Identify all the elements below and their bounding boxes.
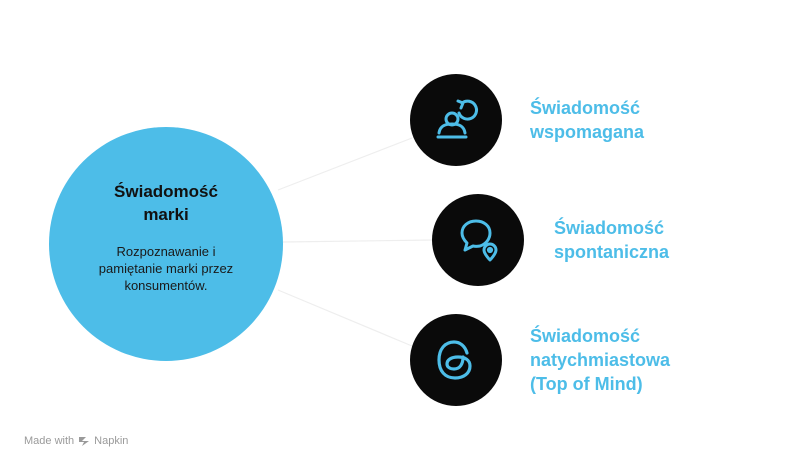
main-concept-description: Rozpoznawanie i pamiętanie marki przez k… (94, 243, 238, 294)
threads-icon (437, 340, 472, 380)
label-2-line-2: spontaniczna (554, 242, 670, 262)
connector-2 (282, 239, 435, 243)
footer-text: Made with (24, 435, 75, 447)
node-aided-awareness (410, 74, 502, 166)
label-1-line-2: wspomagana (530, 122, 645, 142)
node-top-of-mind-awareness (410, 314, 502, 406)
label-3-line-3: (Top of Mind) (530, 374, 643, 394)
node-top-of-mind-awareness-label: Świadomość natychmiastowa (Top of Mind) (530, 324, 670, 396)
footer-brand: Napkin (94, 435, 129, 447)
connector-1 (277, 137, 413, 191)
user-refresh-icon (436, 99, 478, 139)
label-3-line-1: Świadomość (530, 326, 641, 346)
main-desc-line-2: pamiętanie marki przez (98, 261, 234, 276)
connector-3 (277, 289, 413, 347)
main-concept-circle (49, 127, 283, 361)
label-2-line-1: Świadomość (554, 218, 665, 238)
label-1-line-1: Świadomość (530, 98, 641, 118)
main-desc-line-3: konsumentów. (124, 278, 208, 293)
napkin-logo-icon (79, 437, 90, 446)
chat-location-icon (460, 219, 498, 262)
main-title-line-2: marki (143, 205, 189, 224)
made-with-napkin-footer: Made with Napkin (24, 433, 128, 449)
main-title-line-1: Świadomość (114, 182, 218, 201)
main-desc-line-1: Rozpoznawanie i (116, 244, 216, 259)
node-spontaneous-awareness-label: Świadomość spontaniczna (554, 216, 669, 264)
main-concept-title: Świadomość marki (49, 180, 283, 226)
label-3-line-2: natychmiastowa (530, 350, 671, 370)
node-spontaneous-awareness (432, 194, 524, 286)
node-aided-awareness-label: Świadomość wspomagana (530, 96, 644, 144)
